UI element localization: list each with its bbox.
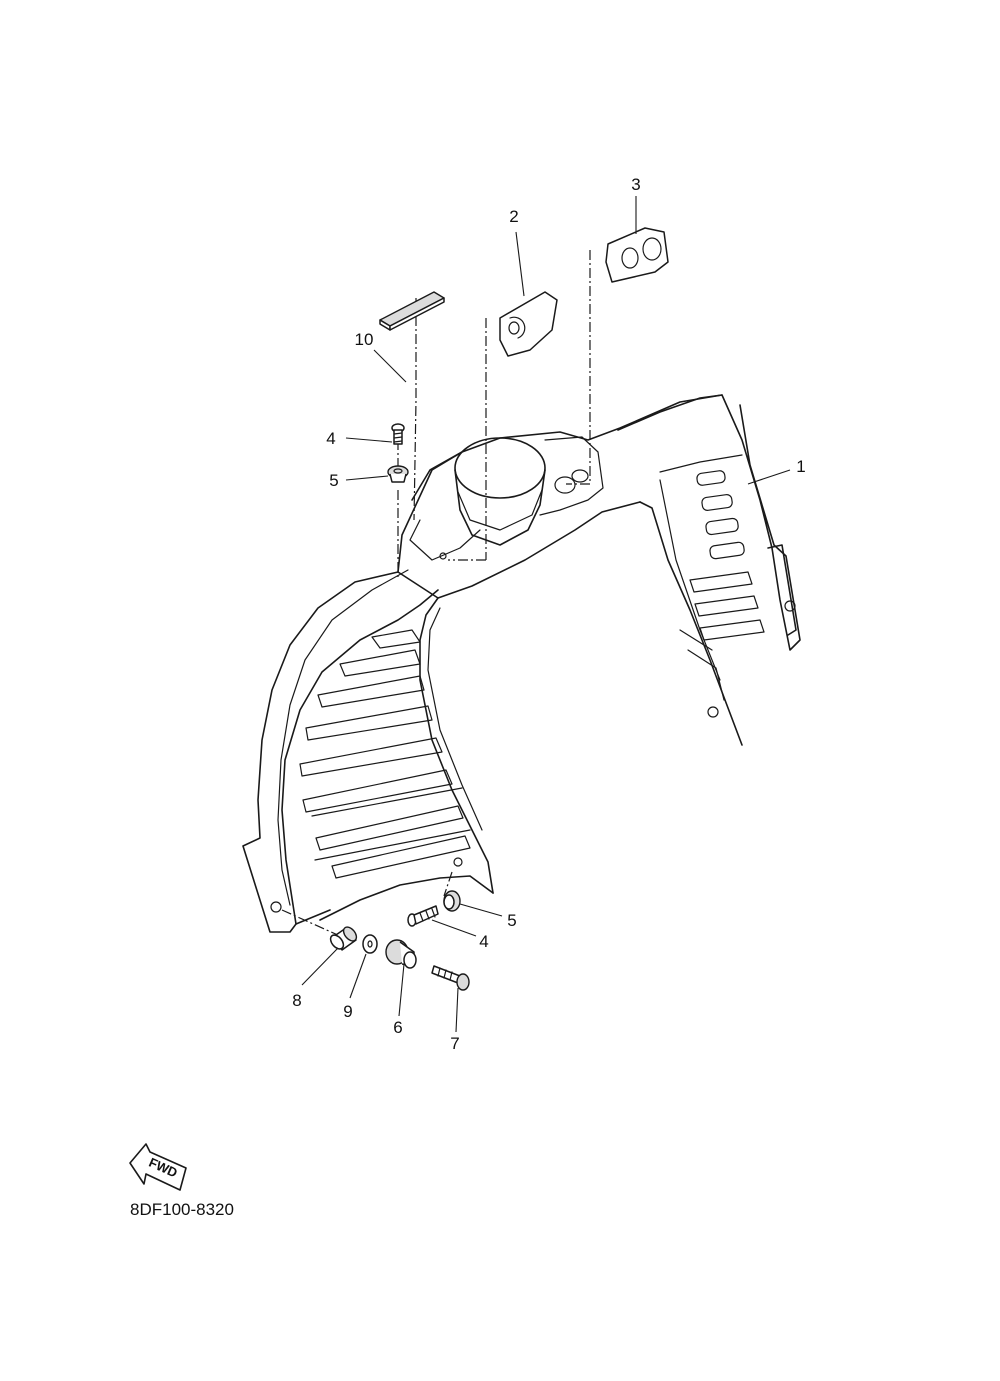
callout-label-3: 3	[631, 175, 640, 194]
part-3-plate	[605, 227, 669, 283]
callout-label-10: 10	[355, 330, 374, 349]
part-4-screw-upper	[391, 423, 405, 445]
callout-label-6: 6	[393, 1018, 402, 1037]
callout-label-5-lower: 5	[507, 911, 516, 930]
part-2-bracket	[499, 291, 558, 357]
diagram-code: 8DF100-8320	[130, 1200, 234, 1219]
left-panel-slats	[299, 629, 471, 879]
part-4-screw-lower	[407, 905, 439, 927]
callout-label-2: 2	[509, 207, 518, 226]
forward-direction-arrow-icon: FWD	[129, 1143, 187, 1191]
callout-label-4-upper: 4	[326, 429, 335, 448]
leader-lines	[301, 196, 791, 1033]
callout-label-5-upper: 5	[329, 471, 338, 490]
callout-label-9: 9	[343, 1002, 352, 1021]
assembly-lines	[281, 250, 591, 937]
front-cover-panel	[242, 394, 801, 933]
part-5-grommet-lower	[443, 890, 461, 912]
callout-label-4-lower: 4	[479, 932, 488, 951]
part-5-grommet-upper	[387, 465, 409, 483]
part-8-collar	[329, 926, 358, 951]
callout-label-8: 8	[292, 991, 301, 1010]
callout-label-1: 1	[796, 457, 805, 476]
part-6-damper	[385, 939, 417, 969]
part-10-strip	[379, 291, 445, 331]
right-panel-slats	[679, 470, 765, 701]
part-9-washer	[362, 934, 378, 954]
part-7-bolt	[431, 965, 470, 991]
meter-housing	[409, 436, 604, 561]
callout-label-7: 7	[450, 1034, 459, 1053]
